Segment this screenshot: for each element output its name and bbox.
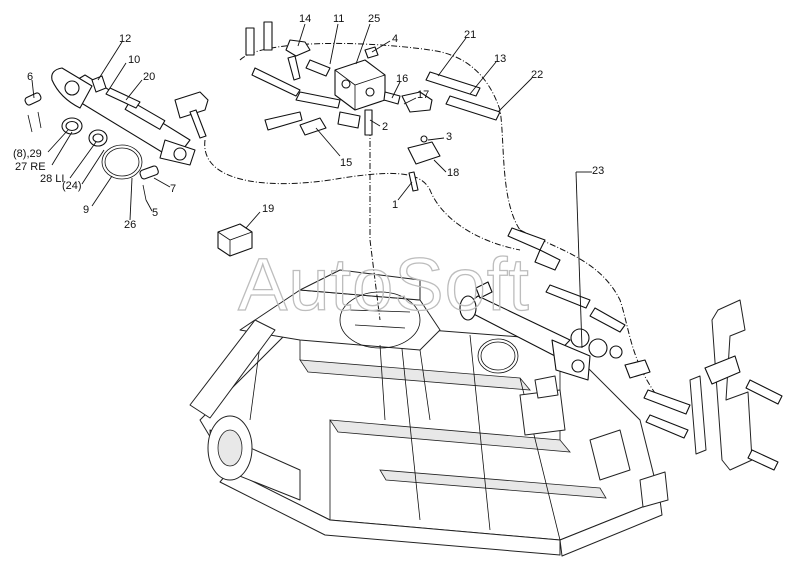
label-7: 7 — [170, 183, 176, 195]
label-10: 10 — [128, 54, 140, 66]
label-9: 9 — [83, 204, 89, 216]
label-22: 22 — [531, 69, 543, 81]
label-1: 1 — [392, 199, 398, 211]
seal-kit-parts — [24, 92, 159, 201]
label-17: 17 — [417, 89, 429, 101]
label-24: (24) — [62, 180, 82, 192]
label-19: 19 — [262, 203, 274, 215]
label-25: 25 — [368, 13, 380, 25]
label-23: 23 — [592, 165, 604, 177]
label-3: 3 — [446, 131, 452, 143]
label-20: 20 — [143, 71, 155, 83]
label-4: 4 — [392, 33, 398, 45]
label-13: 13 — [494, 53, 506, 65]
label-26: 26 — [124, 219, 136, 231]
label-6: 6 — [27, 71, 33, 83]
label-18: 18 — [447, 167, 459, 179]
right-mount-bracket — [689, 299, 783, 471]
label-15: 15 — [340, 157, 352, 169]
clamp-parts — [217, 135, 441, 257]
left-fittings — [91, 75, 209, 139]
label-16: 16 — [396, 73, 408, 85]
label-12: 12 — [119, 33, 131, 45]
right-hydraulic-cylinder — [459, 281, 651, 381]
label-21: 21 — [464, 29, 476, 41]
valve-block-assembly — [245, 21, 501, 136]
label-8-29: (8),29 — [13, 148, 42, 160]
part-labels: 14 11 25 4 21 13 22 12 10 20 6 16 17 2 3… — [13, 13, 604, 231]
label-14: 14 — [299, 13, 311, 25]
leader-lines — [31, 23, 592, 349]
watermark-text: AutoSoft — [238, 243, 530, 326]
label-28li: 28 LI — [40, 173, 64, 185]
right-fittings — [507, 227, 691, 439]
machine-frame — [189, 269, 669, 557]
label-11: 11 — [333, 13, 344, 25]
left-hydraulic-cylinder — [51, 67, 196, 166]
label-2: 2 — [382, 121, 388, 133]
label-27re: 27 RE — [15, 161, 46, 173]
label-5: 5 — [152, 207, 158, 219]
